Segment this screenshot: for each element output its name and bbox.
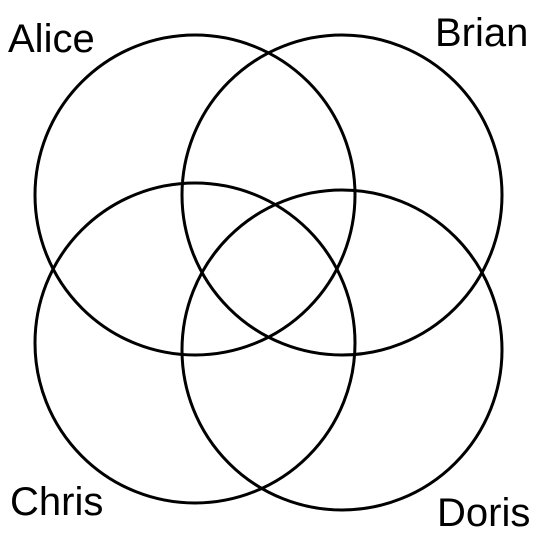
doris-circle (180, 188, 504, 512)
brian-circle (180, 33, 504, 357)
chris-circle (33, 181, 357, 505)
chris-label: Chris (10, 480, 103, 524)
alice-circle (33, 33, 357, 357)
brian-label: Brian (435, 11, 528, 55)
doris-label: Doris (437, 491, 530, 535)
alice-label: Alice (8, 17, 95, 61)
